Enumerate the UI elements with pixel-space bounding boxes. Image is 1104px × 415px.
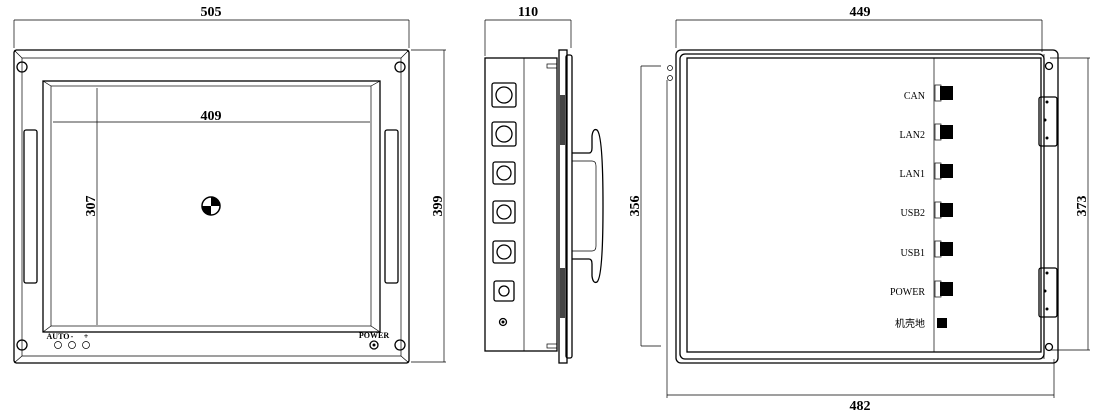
power-label: POWER (359, 331, 389, 340)
rear-view: CAN LAN2 LAN1 USB2 USB1 POWER 机壳地 449 48… (666, 5, 1090, 414)
side-handle (572, 128, 604, 284)
ground-knob-icon (498, 317, 508, 327)
right-handle (384, 129, 399, 284)
center-mark-icon (201, 196, 221, 216)
minus-label: - (71, 332, 74, 341)
hinge-top (1038, 96, 1058, 147)
auto-label: AUTO (47, 332, 70, 341)
dim-screen-width: 409 (201, 109, 222, 124)
screen-area (50, 85, 372, 327)
screen-bezel (42, 80, 381, 333)
side-view: 110 356 (484, 5, 661, 364)
dim-side-height: 356 (628, 196, 643, 217)
rear-panel (686, 57, 1042, 353)
front-outer-frame (13, 49, 410, 364)
screw-icon (667, 61, 1054, 352)
dim-height: 399 (431, 196, 446, 217)
dim-rear-outer-width: 482 (850, 399, 871, 414)
connector-icon (491, 82, 517, 302)
hinge-bottom (1038, 267, 1058, 318)
ground-label: 机壳地 (895, 317, 925, 330)
dim-rear-inner-width: 449 (850, 5, 871, 20)
rear-outer-frame (675, 49, 1059, 364)
dim-screen-height: 307 (84, 196, 99, 217)
screw-icon (16, 61, 406, 351)
port-label-usb2: USB2 (901, 208, 925, 219)
left-handle (23, 129, 38, 284)
power-button (369, 340, 379, 350)
plus-button (82, 341, 90, 349)
minus-button (68, 341, 76, 349)
auto-button (54, 341, 62, 349)
dim-rear-height: 373 (1075, 196, 1090, 217)
rear-ports: CAN LAN2 LAN1 USB2 USB1 POWER 机壳地 (890, 84, 953, 330)
port-label-power: POWER (890, 287, 925, 298)
port-label-can: CAN (904, 91, 925, 102)
front-view: 505 399 409 307 AUTO - + POWER (13, 5, 446, 364)
side-body (484, 57, 558, 352)
dim-width: 505 (201, 5, 222, 20)
port-label-lan2: LAN2 (899, 130, 925, 141)
port-label-lan1: LAN1 (899, 169, 925, 180)
port-label-usb1: USB1 (901, 248, 925, 259)
plus-label: + (84, 332, 89, 341)
port-connector-icon (934, 84, 953, 328)
dim-depth: 110 (518, 5, 538, 20)
side-front-panel (558, 49, 568, 364)
